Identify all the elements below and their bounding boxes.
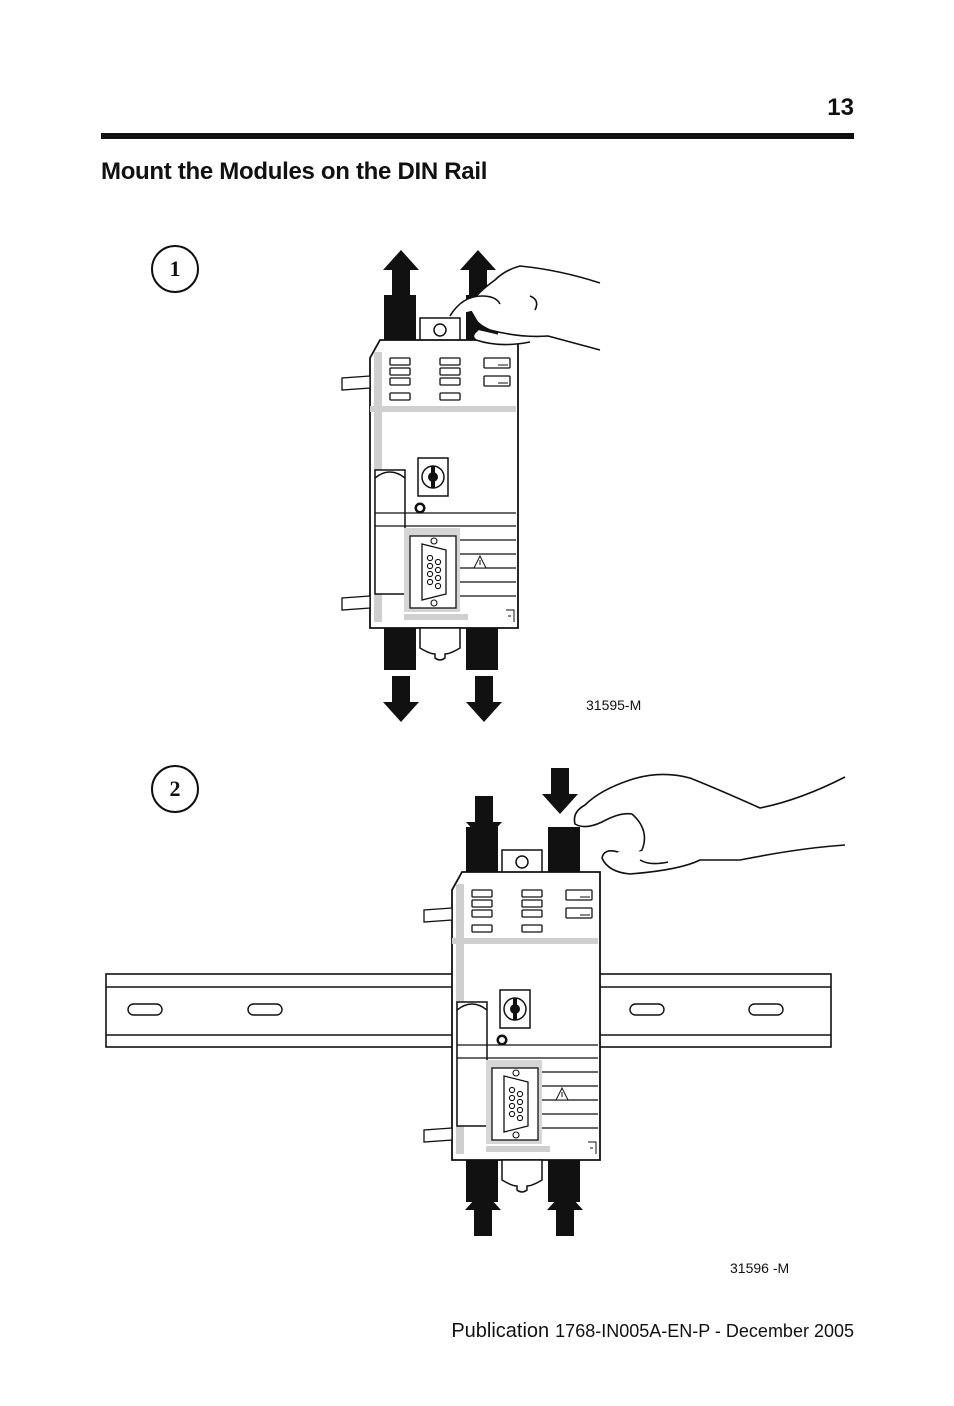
arrow-down-icon <box>383 676 419 722</box>
page-number: 13 <box>827 94 854 121</box>
hand-icon <box>449 265 601 351</box>
arrow-down-icon <box>542 768 578 814</box>
figure-id-2: 31596 -M <box>730 1260 790 1276</box>
publication-id: 1768-IN005A-EN-P - December 2005 <box>555 1321 854 1341</box>
hand-icon <box>573 773 846 875</box>
section-title: Mount the Modules on the DIN Rail <box>101 158 488 185</box>
step-2-figure <box>105 768 846 1236</box>
step-2-badge: 2 <box>151 765 199 813</box>
step-1-number: 1 <box>169 256 181 281</box>
arrow-up-icon <box>383 250 419 296</box>
publication-label: Publication <box>451 1320 550 1342</box>
step-2-number: 2 <box>169 776 181 801</box>
arrow-down-icon <box>466 676 502 722</box>
header-rule <box>101 133 854 139</box>
step-1-figure <box>341 250 601 722</box>
step-1-badge: 1 <box>151 245 199 293</box>
controller-module <box>341 294 519 671</box>
figure-id-1: 31595-M <box>586 697 642 713</box>
